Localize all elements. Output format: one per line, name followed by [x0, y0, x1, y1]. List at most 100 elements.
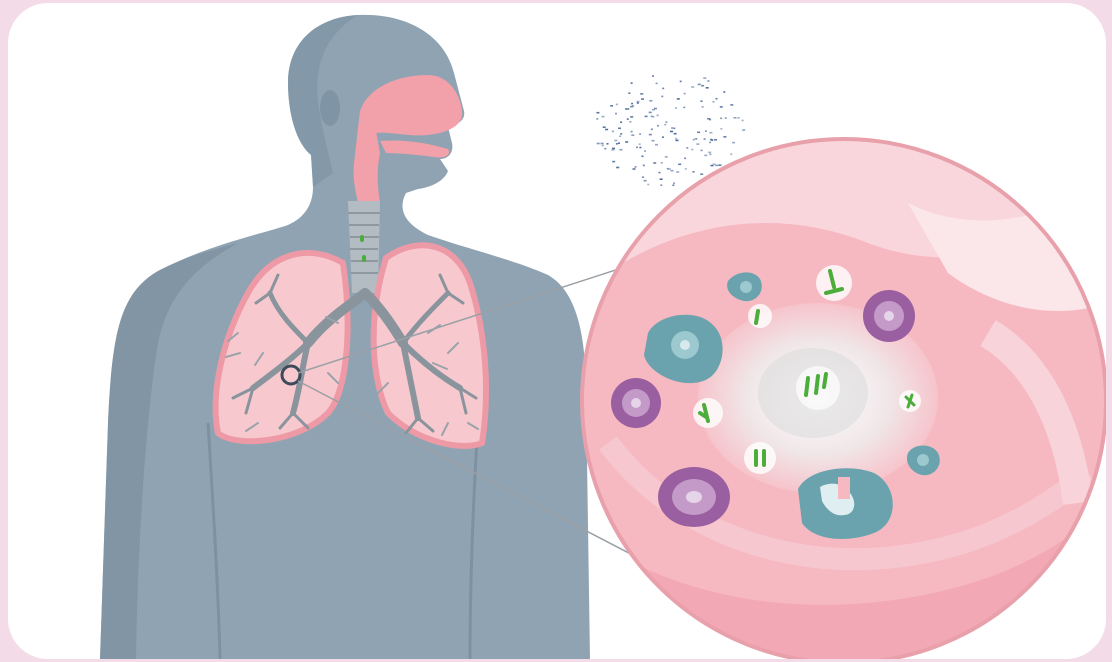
- droplet: [605, 129, 608, 131]
- droplet: [723, 136, 726, 138]
- droplet: [665, 156, 668, 158]
- droplet: [696, 143, 699, 145]
- droplet: [597, 143, 600, 145]
- droplet: [674, 133, 677, 135]
- droplet: [714, 139, 717, 141]
- droplet: [629, 121, 631, 123]
- droplet: [704, 138, 706, 140]
- droplet: [704, 155, 707, 157]
- droplet: [672, 184, 674, 186]
- droplet: [637, 102, 639, 104]
- droplet: [684, 158, 686, 160]
- droplet: [616, 167, 619, 169]
- droplet: [703, 77, 706, 79]
- droplet: [652, 75, 654, 77]
- droplet: [664, 124, 666, 126]
- droplet: [693, 171, 695, 173]
- droplet: [673, 128, 675, 130]
- droplet: [639, 147, 641, 149]
- droplet: [691, 86, 694, 88]
- droplet: [680, 81, 682, 83]
- droplet: [676, 140, 679, 142]
- droplet: [655, 144, 658, 146]
- droplet: [715, 165, 718, 167]
- droplet: [616, 143, 618, 145]
- droplet: [627, 118, 629, 120]
- droplet: [708, 152, 711, 154]
- trachea: [348, 201, 380, 293]
- droplet: [619, 149, 622, 151]
- droplet: [651, 129, 653, 131]
- droplet: [670, 131, 673, 133]
- droplet: [738, 117, 740, 119]
- droplet: [620, 133, 622, 135]
- droplet: [701, 100, 703, 102]
- bacteria-cluster: [693, 398, 723, 428]
- droplet: [633, 168, 636, 170]
- lymphocyte: [658, 467, 730, 527]
- droplet: [661, 162, 663, 164]
- droplet: [618, 142, 620, 144]
- droplet: [635, 166, 637, 168]
- bacteria-cluster: [796, 366, 840, 410]
- droplet: [667, 168, 669, 170]
- droplet: [693, 139, 695, 141]
- droplet: [695, 138, 697, 140]
- droplet: [653, 162, 656, 164]
- droplet: [700, 173, 703, 175]
- droplet: [610, 105, 613, 107]
- droplet: [625, 108, 627, 110]
- droplet: [631, 134, 634, 136]
- macrophage-ingesting: [798, 468, 893, 539]
- droplet: [686, 147, 688, 149]
- droplet: [644, 150, 646, 152]
- bacteria-cluster: [748, 304, 772, 328]
- droplet: [698, 84, 701, 86]
- droplet: [612, 161, 615, 163]
- droplet: [677, 98, 680, 100]
- droplet: [637, 101, 640, 103]
- droplet: [732, 142, 735, 144]
- droplet: [673, 182, 675, 184]
- droplet: [602, 116, 605, 118]
- droplet: [676, 171, 679, 173]
- ear: [320, 90, 340, 126]
- droplet: [671, 127, 673, 129]
- bacteria-in-trachea: [362, 255, 366, 262]
- droplet: [718, 164, 721, 166]
- droplet: [657, 125, 659, 127]
- droplet: [603, 126, 606, 128]
- droplet: [602, 145, 604, 147]
- droplet: [685, 168, 687, 170]
- droplet: [632, 105, 634, 107]
- droplet: [716, 98, 718, 100]
- illustration-card: [8, 3, 1106, 659]
- droplet: [675, 138, 677, 140]
- droplet: [615, 113, 617, 115]
- droplet: [651, 116, 653, 118]
- droplet: [618, 128, 621, 130]
- droplet: [720, 106, 723, 108]
- droplet: [661, 96, 663, 98]
- droplet: [639, 143, 641, 145]
- droplet: [742, 129, 745, 131]
- droplet: [627, 108, 629, 110]
- bacteria-cluster: [899, 390, 921, 412]
- droplet: [601, 143, 604, 145]
- droplet: [678, 164, 681, 166]
- droplet: [730, 104, 733, 106]
- droplet: [671, 170, 674, 172]
- right-lung: [374, 245, 486, 446]
- droplet: [705, 130, 707, 132]
- droplet: [707, 80, 709, 82]
- droplet: [660, 178, 663, 180]
- bacteria-cluster: [816, 265, 852, 301]
- lymphocyte: [863, 290, 915, 342]
- bacteria-cluster: [744, 442, 776, 474]
- lymphocyte: [611, 378, 661, 428]
- droplet: [691, 149, 693, 151]
- droplet: [611, 149, 614, 151]
- droplet: [620, 121, 622, 123]
- droplet: [645, 116, 648, 118]
- droplet: [710, 139, 712, 141]
